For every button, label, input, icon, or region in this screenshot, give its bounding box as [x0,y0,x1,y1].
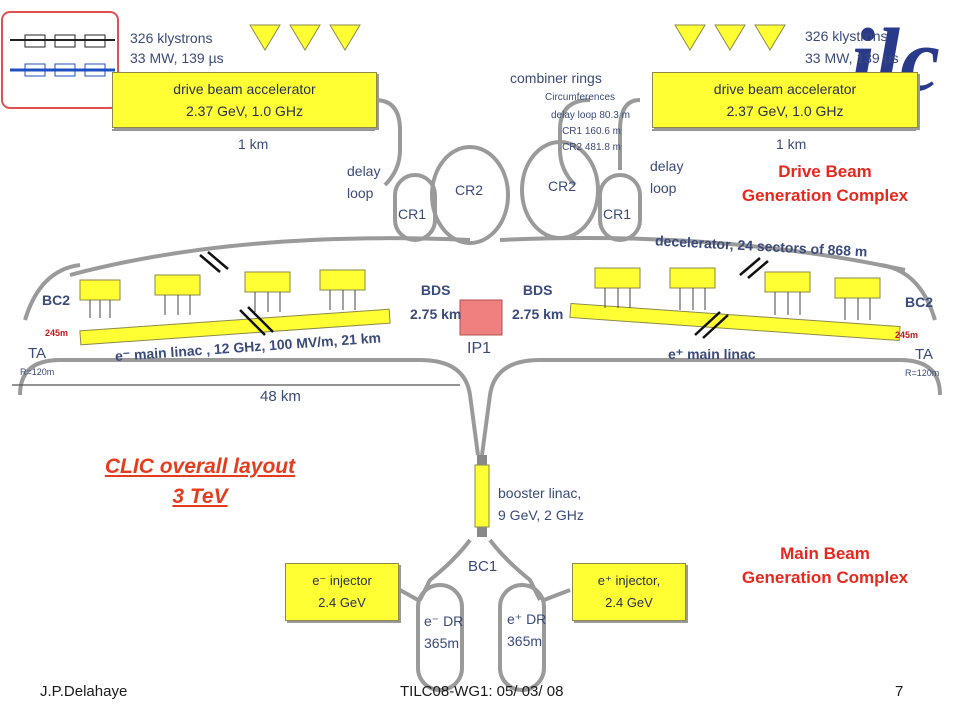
break-marks [199,251,769,339]
ta-right-label: TA [915,346,934,363]
circumference-delay: delay loop 80.3 m [551,110,630,121]
delay-loop-left [374,98,402,187]
cr1-left-label: CR1 [398,206,427,222]
drive-beam-inset [1,11,119,109]
klystron-antennas [249,24,786,51]
decelerator-right-line [499,236,906,272]
rf-feeds [89,288,871,320]
ta-right-curve [879,263,937,321]
booster-cap-bottom [477,527,487,537]
circumferences-label: Circumferences [545,92,616,103]
decelerator-left-line [69,236,471,277]
drive-right-length: 1 km [776,136,807,152]
total-length-label: 48 km [260,388,301,405]
positron-main-linac-bar [569,302,901,342]
positron-main-linac-label: e⁺ main linac [668,346,756,362]
dimension-arrows [12,129,916,386]
ip-label: IP1 [467,340,492,357]
ta-left-curve [23,263,81,321]
ta-left-radius: R=120m [20,367,55,377]
injector-left-link [399,588,419,602]
injector-right-link [543,588,571,602]
decelerator-modules [79,267,881,301]
bc2-left-label: BC2 [42,292,71,308]
booster-linac-bar [474,464,490,528]
combiner-rings-title: combiner rings [510,70,602,86]
booster-linac-label: booster linac,9 GeV, 2 GHz [498,485,584,523]
circumference-cr1: CR1 160.6 m [562,126,621,137]
footer-author: J.P.Delahaye [40,683,128,700]
drive-right-feed [618,98,641,170]
electron-main-linac-bar [79,308,391,346]
cr2-left-ring [430,145,510,245]
cr2-right-label: CR2 [548,178,577,194]
bc1-label: BC1 [468,558,498,575]
ta-right-radius: R=120m [905,368,940,378]
electron-dr-ring [416,583,464,692]
bc2-right-label: BC2 [905,294,934,310]
footer-page-number: 7 [895,683,904,700]
cr1-right-label: CR1 [603,206,632,222]
drive-left-length: 1 km [238,136,269,152]
circumference-cr2: CR2 481.8 m [562,142,621,153]
footer-event: TILC08-WG1: 05/ 03/ 08 [400,683,564,700]
cr2-left-label: CR2 [455,182,484,198]
positron-transfer-line [480,358,942,456]
ip-box [459,299,503,336]
ta-right-dist: 245m [895,330,919,340]
booster-cap-top [477,455,487,465]
electron-transfer-line [18,358,480,456]
circumference-list: delay loop 80.3 m CR1 160.6 m CR2 481.8 … [551,108,630,156]
ta-left-dist: 245m [45,328,69,338]
positron-injector-box: e⁺ injector,2.4 GeV [572,563,686,621]
positron-dr-ring [498,583,546,692]
bc1-right-branch [488,538,542,601]
bc1-left-branch [418,538,472,601]
ta-left-label: TA [28,345,47,362]
